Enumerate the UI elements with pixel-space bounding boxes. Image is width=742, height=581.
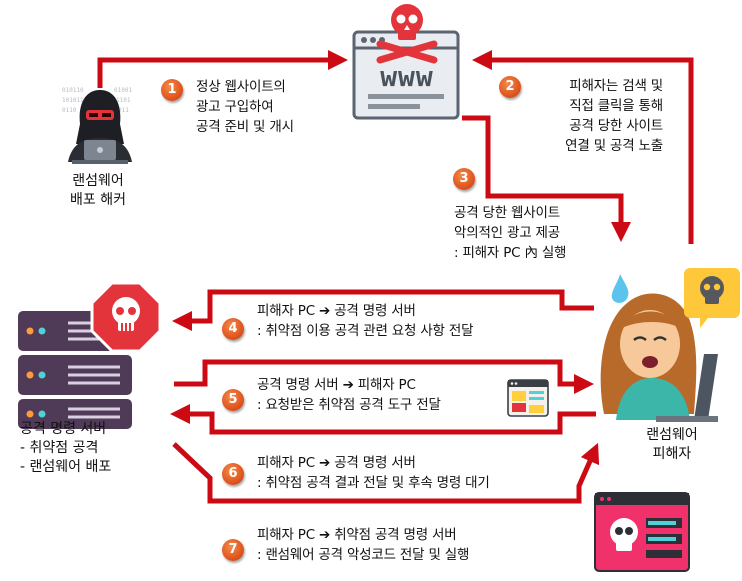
step-7-badge: 7 <box>222 539 244 561</box>
step-3-line-2: 악의적인 광고 제공 <box>454 225 560 241</box>
malware-icon <box>594 492 690 572</box>
hacker-icon: 010110 01001 101011 1101 0110 011 <box>62 84 138 164</box>
hacker-label-line-2: 배포 해커 <box>70 192 126 208</box>
step-5-badge: 5 <box>222 389 244 411</box>
step-3-badge: 3 <box>453 168 475 190</box>
hacked-website-icon: www <box>352 0 464 122</box>
step-4-line-1: 피해자 PC ➔ 공격 명령 서버 <box>257 303 416 319</box>
step-2-badge: 2 <box>499 76 521 98</box>
step-7-text: 피해자 PC ➔ 취약점 공격 명령 서버 : 랜섬웨어 공격 악성코드 전달 … <box>257 525 469 565</box>
arrow-step-2 <box>472 50 694 244</box>
step-5-line-2: : 요청받은 취약점 공격 도구 전달 <box>257 397 441 413</box>
step-2-line-3: 공격 당한 사이트 <box>569 118 663 134</box>
step-2-line-2: 직접 클릭을 통해 <box>569 98 663 114</box>
arrow-step-3 <box>462 115 631 242</box>
step-1-line-3: 공격 준비 및 개시 <box>196 119 294 135</box>
hacker-label: 랜섬웨어 배포 해커 <box>48 172 148 210</box>
step-2-text: 피해자는 검색 및 직접 클릭을 통해 공격 당한 사이트 연결 및 공격 노출 <box>533 76 663 156</box>
step-1-line-2: 광고 구입하여 <box>196 99 274 115</box>
svg-text:011: 011 <box>118 107 129 114</box>
server-label-line-1: 공격 명령 서버 <box>20 421 107 437</box>
server-label-line-2: - 취약점 공격 <box>20 440 99 456</box>
step-2-line-1: 피해자는 검색 및 <box>569 78 663 94</box>
svg-text:1101: 1101 <box>116 97 131 104</box>
step-1-badge: 1 <box>161 79 183 101</box>
arrow-step-6 <box>170 404 596 435</box>
server-label-line-3: - 랜섬웨어 배포 <box>20 459 112 475</box>
arrow-step-1 <box>97 50 348 88</box>
step-1-text: 정상 웹사이트의 광고 구입하여 공격 준비 및 개시 <box>196 77 294 137</box>
svg-text:0110: 0110 <box>62 107 77 114</box>
svg-text:010110: 010110 <box>62 87 84 94</box>
svg-text:01001: 01001 <box>114 87 132 94</box>
step-1-line-1: 정상 웹사이트의 <box>196 79 286 95</box>
hacker-label-line-1: 랜섬웨어 <box>72 173 124 189</box>
step-7-line-2: : 랜섬웨어 공격 악성코드 전달 및 실행 <box>257 547 470 563</box>
arrow-step-5 <box>174 359 594 394</box>
server-label: 공격 명령 서버 - 취약점 공격 - 랜섬웨어 배포 <box>20 420 111 477</box>
victim-label-line-2: 피해자 <box>652 446 692 462</box>
victim-icon <box>596 264 742 424</box>
step-5-line-1: 공격 명령 서버 ➔ 피해자 PC <box>257 377 416 393</box>
victim-label-line-1: 랜섬웨어 <box>646 427 698 443</box>
step-6-badge: 6 <box>222 463 244 485</box>
step-6-line-2: : 취약점 공격 결과 전달 및 후속 명령 대기 <box>257 475 490 491</box>
step-3-line-1: 공격 당한 웹사이트 <box>454 205 560 221</box>
step-5-text: 공격 명령 서버 ➔ 피해자 PC : 요청받은 취약점 공격 도구 전달 <box>257 375 441 415</box>
victim-label: 랜섬웨어 피해자 <box>624 426 720 464</box>
website-www-text: www <box>380 60 434 93</box>
svg-text:101011: 101011 <box>62 97 84 104</box>
server-icon <box>16 283 162 433</box>
step-3-line-3: : 피해자 PC 內 실행 <box>454 245 567 261</box>
step-7-line-1: 피해자 PC ➔ 취약점 공격 명령 서버 <box>257 527 457 543</box>
step-6-text: 피해자 PC ➔ 공격 명령 서버 : 취약점 공격 결과 전달 및 후속 명령… <box>257 453 490 493</box>
arrow-step-4 <box>172 289 594 331</box>
step-4-badge: 4 <box>222 318 244 340</box>
step-6-line-1: 피해자 PC ➔ 공격 명령 서버 <box>257 455 416 471</box>
exploit-tool-icon <box>507 379 549 417</box>
step-2-line-4: 연결 및 공격 노출 <box>565 138 663 154</box>
step-3-text: 공격 당한 웹사이트 악의적인 광고 제공 : 피해자 PC 內 실행 <box>454 203 566 263</box>
arrow-step-7 <box>172 442 600 504</box>
step-4-line-2: : 취약점 이용 공격 관련 요청 사항 전달 <box>257 323 474 339</box>
step-4-text: 피해자 PC ➔ 공격 명령 서버 : 취약점 이용 공격 관련 요청 사항 전… <box>257 301 473 341</box>
